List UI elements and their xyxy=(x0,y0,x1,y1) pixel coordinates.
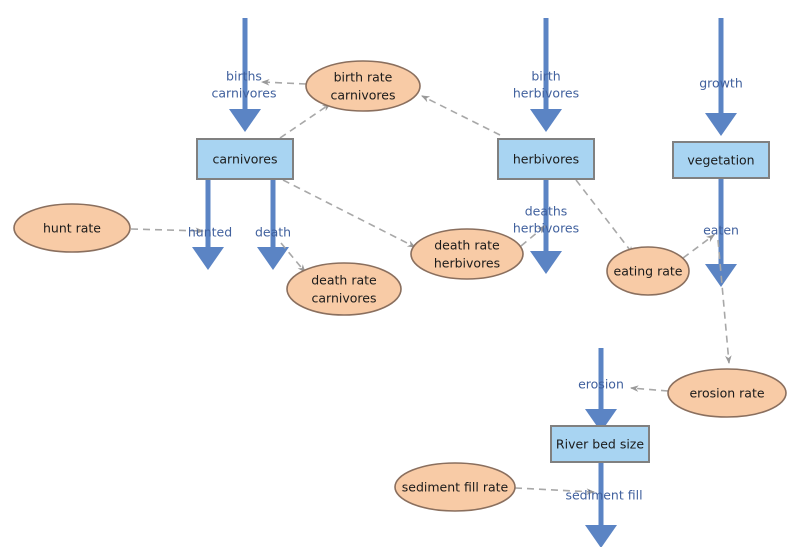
connector-eating-rate-to-eaten xyxy=(682,234,715,259)
stock-herbivores-box[interactable] xyxy=(497,138,595,180)
flow-label-births-carnivores-line1: births xyxy=(226,69,262,84)
flow-label-sediment-fill: sediment fill xyxy=(565,488,642,503)
aux-hunt-rate-shape[interactable] xyxy=(13,203,131,253)
flow-label-growth: growth xyxy=(699,76,743,91)
stock-carnivores-box[interactable] xyxy=(196,138,294,180)
connector-carnivores-to-birth-rate-carnivores xyxy=(279,103,331,139)
aux-birth-rate-carnivores-label-line1: birth rate xyxy=(334,70,393,85)
aux-sediment-fill-rate-label: sediment fill rate xyxy=(402,480,509,495)
aux-death-rate-carnivores[interactable]: death rate carnivores xyxy=(286,262,402,316)
connector-hunt-rate-to-hunted xyxy=(130,227,204,235)
stock-herbivores[interactable]: herbivores xyxy=(497,138,595,180)
flow-label-birth-herbivores-line2: herbivores xyxy=(513,86,579,101)
aux-death-rate-carnivores-shape[interactable] xyxy=(286,262,402,316)
stock-river-bed-size-box[interactable] xyxy=(550,425,650,463)
aux-hunt-rate[interactable]: hunt rate xyxy=(13,203,131,253)
aux-eating-rate-shape[interactable] xyxy=(606,246,690,296)
aux-hunt-rate-label: hunt rate xyxy=(43,221,101,236)
flow-label-death: death xyxy=(255,225,291,240)
connector-death-rate-herbivores-to-deaths-herbivores xyxy=(520,225,546,247)
flow-label-erosion: erosion xyxy=(578,377,624,392)
connector-carnivores-to-death-rate-herbivores xyxy=(282,179,416,248)
connector-death-to-death-rate-carnivores xyxy=(280,242,306,273)
aux-death-rate-herbivores-label-line2: herbivores xyxy=(434,256,500,271)
aux-erosion-rate-label: erosion rate xyxy=(689,386,764,401)
flow-label-birth-herbivores-line1: birth xyxy=(531,69,560,84)
connector-erosion-rate-to-erosion xyxy=(630,385,669,392)
stock-river-bed-size-label: River bed size xyxy=(556,437,644,452)
flow-label-eaten: eaten xyxy=(703,223,739,238)
aux-erosion-rate-shape[interactable] xyxy=(667,368,787,418)
aux-death-rate-carnivores-label-line1: death rate xyxy=(311,273,377,288)
aux-birth-rate-carnivores-label-line2: carnivores xyxy=(331,88,396,103)
flow-label-births-carnivores-line2: carnivores xyxy=(212,86,277,101)
connector-herbivores-to-birth-rate-carnivores xyxy=(421,95,501,136)
flow-label-deaths-herbivores-line2: herbivores xyxy=(513,221,579,236)
connector-birth-rate-carnivores-to-births-carnivores xyxy=(261,79,307,86)
flow-label-hunted: hunted xyxy=(188,225,232,240)
aux-death-rate-herbivores-shape[interactable] xyxy=(410,228,524,280)
aux-death-rate-herbivores[interactable]: death rate herbivores xyxy=(410,228,524,280)
aux-sediment-fill-rate-shape[interactable] xyxy=(394,462,516,512)
aux-birth-rate-carnivores-shape[interactable] xyxy=(305,60,421,112)
aux-death-rate-carnivores-label-line2: carnivores xyxy=(312,291,377,306)
stock-carnivores-label: carnivores xyxy=(213,152,278,167)
stock-vegetation[interactable]: vegetation xyxy=(672,141,770,179)
aux-erosion-rate[interactable]: erosion rate xyxy=(667,368,787,418)
aux-death-rate-herbivores-label-line1: death rate xyxy=(434,238,500,253)
flow-pipes xyxy=(192,18,737,547)
stock-vegetation-label: vegetation xyxy=(687,153,754,168)
flow-labels: births carnivores hunted death birth her… xyxy=(188,69,743,503)
connector-sediment-fill-rate-to-sediment-fill xyxy=(514,487,595,495)
aux-eating-rate-label: eating rate xyxy=(614,264,683,279)
aux-birth-rate-carnivores[interactable]: birth rate carnivores xyxy=(305,60,421,112)
connector-eaten-to-erosion-rate xyxy=(717,239,732,364)
stock-river-bed-size[interactable]: River bed size xyxy=(550,425,650,463)
connectors xyxy=(130,79,732,495)
stock-herbivores-label: herbivores xyxy=(513,152,579,167)
stock-carnivores[interactable]: carnivores xyxy=(196,138,294,180)
aux-eating-rate[interactable]: eating rate xyxy=(606,246,690,296)
stock-vegetation-box[interactable] xyxy=(672,141,770,179)
connector-herbivores-to-eating-rate xyxy=(575,179,634,255)
flow-label-deaths-herbivores-line1: deaths xyxy=(525,204,568,219)
aux-sediment-fill-rate[interactable]: sediment fill rate xyxy=(394,462,516,512)
